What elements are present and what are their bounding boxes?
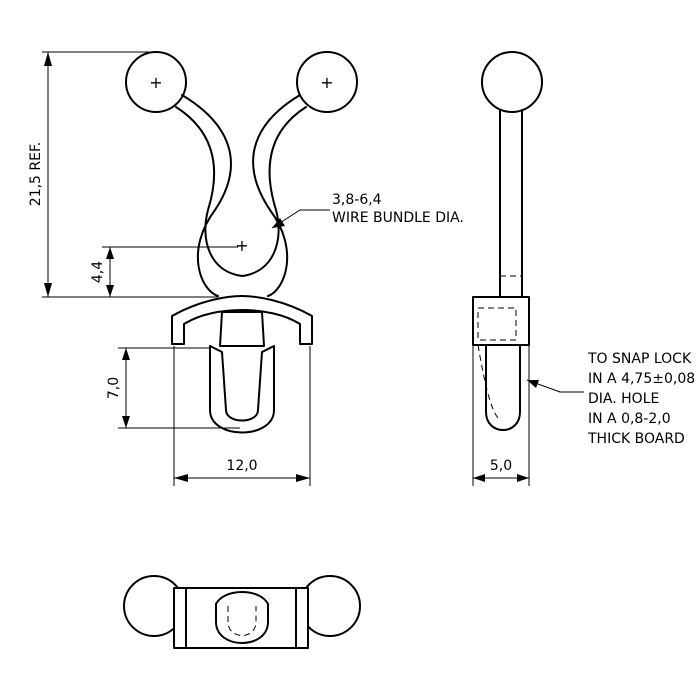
right-arm-outer — [252, 94, 301, 297]
side-anchor-hidden — [477, 344, 499, 419]
left-arm-inner — [175, 106, 243, 277]
wire-bundle-callout: 3,8-6,4 WIRE BUNDLE DIA. — [271, 192, 464, 229]
front-view: + + + — [125, 51, 358, 434]
snap-anchor — [209, 345, 275, 434]
side-width-label: 5,0 — [490, 458, 512, 474]
snap-line-3: DIA. HOLE — [588, 391, 659, 407]
snap-line-1: TO SNAP LOCK — [587, 351, 692, 367]
pin-offset-label: 4,4 — [90, 261, 106, 283]
snap-anchor-core — [219, 311, 265, 347]
snap-line-5: THICK BOARD — [587, 431, 685, 447]
side-head-hidden — [477, 307, 517, 341]
snap-line-4: IN A 0,8-2,0 — [588, 411, 671, 427]
right-ball-tip — [296, 51, 358, 113]
side-ball-tip — [481, 51, 543, 113]
side-anchor — [485, 344, 521, 431]
snap-lock-callout: TO SNAP LOCK IN A 4,75±0,08 DIA. HOLE IN… — [526, 351, 695, 447]
right-ball-center-mark: + — [320, 73, 333, 92]
left-ball-tip — [125, 51, 187, 113]
side-view — [472, 51, 543, 431]
right-arm-inner — [241, 106, 307, 277]
dimension-side-width: 5,0 — [472, 345, 530, 486]
bundle-range-text: 3,8-6,4 — [332, 192, 382, 208]
bottom-plate-inner — [185, 587, 297, 649]
bottom-view — [123, 575, 361, 649]
dimension-overall-height: 21,5 REF. — [28, 51, 218, 298]
dimension-pin-offset: 4,4 — [90, 246, 238, 297]
dimension-anchor-length: 7,0 — [106, 347, 240, 429]
left-arm-outer — [181, 94, 232, 297]
bundle-center-mark: + — [235, 236, 248, 255]
left-ball-center-mark: + — [149, 73, 162, 92]
anchor-length-label: 7,0 — [106, 377, 122, 399]
bundle-label-text: WIRE BUNDLE DIA. — [332, 210, 464, 226]
width-label: 12,0 — [226, 458, 257, 474]
dimension-width: 12,0 — [173, 346, 311, 486]
snap-line-2: IN A 4,75±0,08 — [588, 371, 695, 387]
head-plate — [171, 295, 313, 345]
side-head-block — [472, 296, 530, 346]
overall-height-label: 21,5 REF. — [28, 142, 44, 206]
bottom-anchor-outline — [215, 591, 269, 644]
